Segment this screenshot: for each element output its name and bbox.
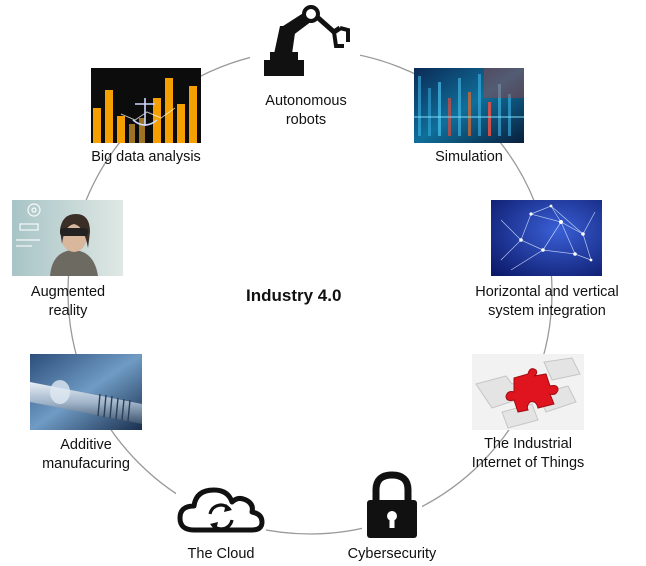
node-label-line: Cybersecurity bbox=[347, 546, 437, 562]
network-image bbox=[491, 200, 602, 276]
node-label-line: Internet of Things bbox=[471, 455, 585, 471]
node-label-line: reality bbox=[48, 303, 88, 319]
node-label-line: Big data analysis bbox=[91, 149, 201, 165]
data-bars-image bbox=[91, 68, 201, 143]
node-label-line: Simulation bbox=[435, 149, 503, 165]
node-label-line: The Cloud bbox=[187, 546, 255, 562]
padlock-icon bbox=[362, 470, 422, 542]
node-label-line: Horizontal and vertical bbox=[475, 284, 619, 300]
lathe-image bbox=[30, 354, 142, 430]
cloud-sync-icon bbox=[176, 478, 266, 538]
node-label-line: robots bbox=[285, 112, 327, 128]
node-label-line: Autonomous bbox=[265, 93, 347, 109]
node-label-line: system integration bbox=[488, 303, 606, 319]
ar-headset-image bbox=[12, 200, 123, 276]
puzzle-image bbox=[472, 354, 584, 430]
robot-arm-icon bbox=[250, 2, 360, 86]
simulation-image bbox=[414, 68, 524, 143]
node-label-line: Additive bbox=[60, 437, 112, 453]
node-label-line: The Industrial bbox=[484, 436, 572, 452]
diagram-title: Industry 4.0 bbox=[246, 286, 342, 305]
node-label-line: Augmented bbox=[30, 284, 106, 300]
node-label-line: manufacuring bbox=[42, 456, 130, 472]
